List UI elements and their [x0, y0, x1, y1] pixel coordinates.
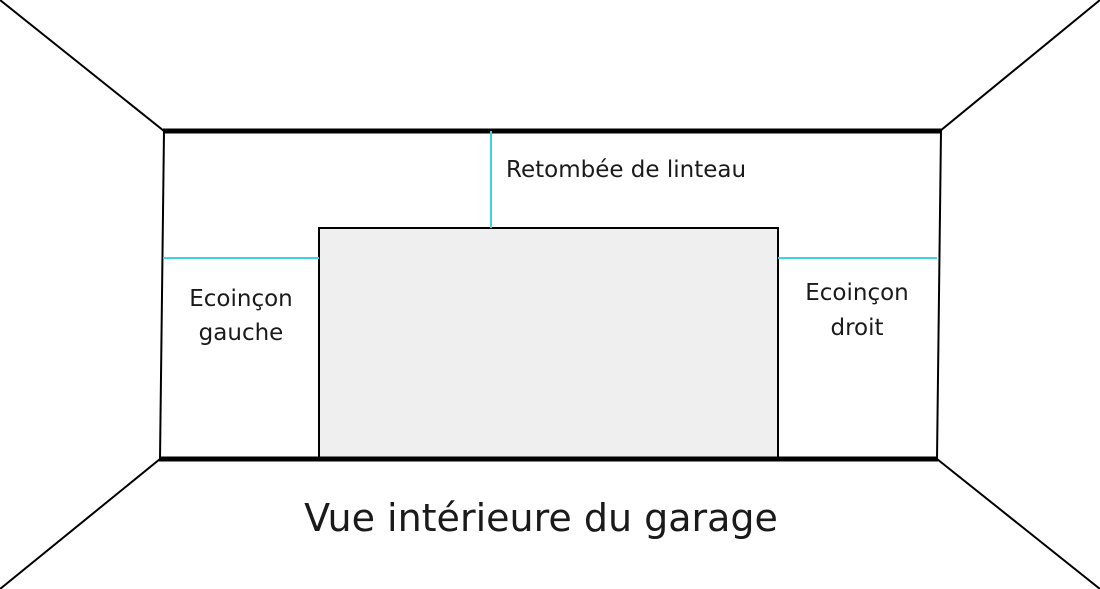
- right-jamb-label-line1: Ecoinçon: [805, 280, 909, 306]
- back-wall: [159, 128, 942, 460]
- top-left-perspective-line: [0, 0, 165, 132]
- measurement-lines: [163, 131, 937, 259]
- garage-door-opening: [318, 227, 779, 460]
- back-wall-right-edge: [936, 130, 942, 460]
- right-jamb-label-line2: droit: [830, 315, 883, 341]
- back-wall-left-edge: [159, 130, 165, 460]
- top-right-perspective-line: [939, 0, 1100, 132]
- bottom-right-perspective-line: [936, 458, 1100, 589]
- lintel-drop-label: Retombée de linteau: [506, 157, 746, 183]
- bottom-left-perspective-line: [0, 458, 161, 589]
- left-jamb-label-line1: Ecoinçon: [189, 286, 293, 312]
- left-jamb-label-line2: gauche: [199, 320, 284, 346]
- diagram-title: Vue intérieure du garage: [304, 496, 778, 540]
